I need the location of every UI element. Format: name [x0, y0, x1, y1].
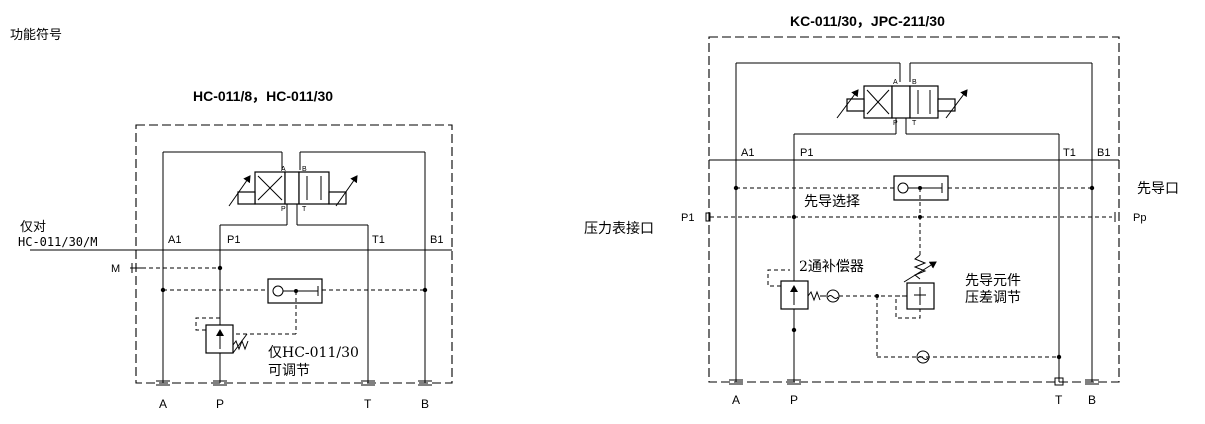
right-gauge-port-label: 压力表接口	[584, 220, 654, 237]
left-note-line1: 仅对	[20, 220, 46, 235]
left-boundary	[135, 124, 453, 384]
left-port-a: A	[159, 397, 167, 411]
left-adjust-line1: 仅HC-011/30	[268, 345, 359, 361]
right-port-b: B	[1088, 393, 1096, 407]
right-pilot-port-label: 先导口	[1137, 181, 1179, 197]
right-pilot-element-line1: 先导元件	[965, 273, 1021, 289]
svg-text:T: T	[912, 120, 917, 127]
svg-text:P: P	[281, 206, 286, 213]
left-directional-valve: A B P T	[162, 151, 426, 383]
right-directional-valve: A B P T	[793, 79, 1060, 382]
left-adjust-line2: 可调节	[268, 363, 310, 379]
svg-text:A: A	[893, 79, 898, 86]
left-label-a1: A1	[168, 234, 181, 246]
right-pilot-select-label: 先导选择	[804, 194, 860, 210]
right-label-p1: P1	[800, 147, 813, 159]
right-label-t1: T1	[1063, 147, 1076, 159]
left-port-m: M	[111, 263, 120, 275]
left-label-p1: P1	[227, 234, 240, 246]
right-label-b1: B1	[1097, 147, 1110, 159]
left-label-b1: B1	[430, 234, 443, 246]
right-port-t: T	[1055, 393, 1063, 407]
left-port-b: B	[421, 397, 429, 411]
right-pilot-element	[895, 254, 937, 319]
left-title: HC-011/8，HC-011/30	[193, 88, 333, 104]
left-label-t1: T1	[372, 234, 385, 246]
right-pilot-element-line2: 压差调节	[965, 290, 1021, 306]
svg-text:B: B	[912, 79, 917, 86]
svg-text:T: T	[302, 206, 307, 213]
right-port-p1: P1	[681, 212, 694, 224]
right-compensator-label: 2通补偿器	[799, 259, 864, 275]
svg-text:B: B	[302, 166, 307, 173]
function-symbol-label: 功能符号	[10, 27, 62, 43]
right-port-p: P	[790, 393, 798, 407]
right-port-a: A	[732, 393, 740, 407]
right-port-pp: Pp	[1133, 212, 1146, 224]
left-port-p: P	[216, 397, 224, 411]
right-circuit: KC-011/30，JPC-211/30 A B P T	[584, 13, 1179, 407]
left-circuit: HC-011/8，HC-011/30 A B P	[18, 88, 453, 411]
right-title: KC-011/30，JPC-211/30	[790, 13, 945, 29]
svg-text:A: A	[281, 166, 286, 173]
left-port-t: T	[364, 397, 372, 411]
left-note-line2: HC-011/30/M	[18, 235, 97, 249]
right-label-a1: A1	[741, 147, 754, 159]
